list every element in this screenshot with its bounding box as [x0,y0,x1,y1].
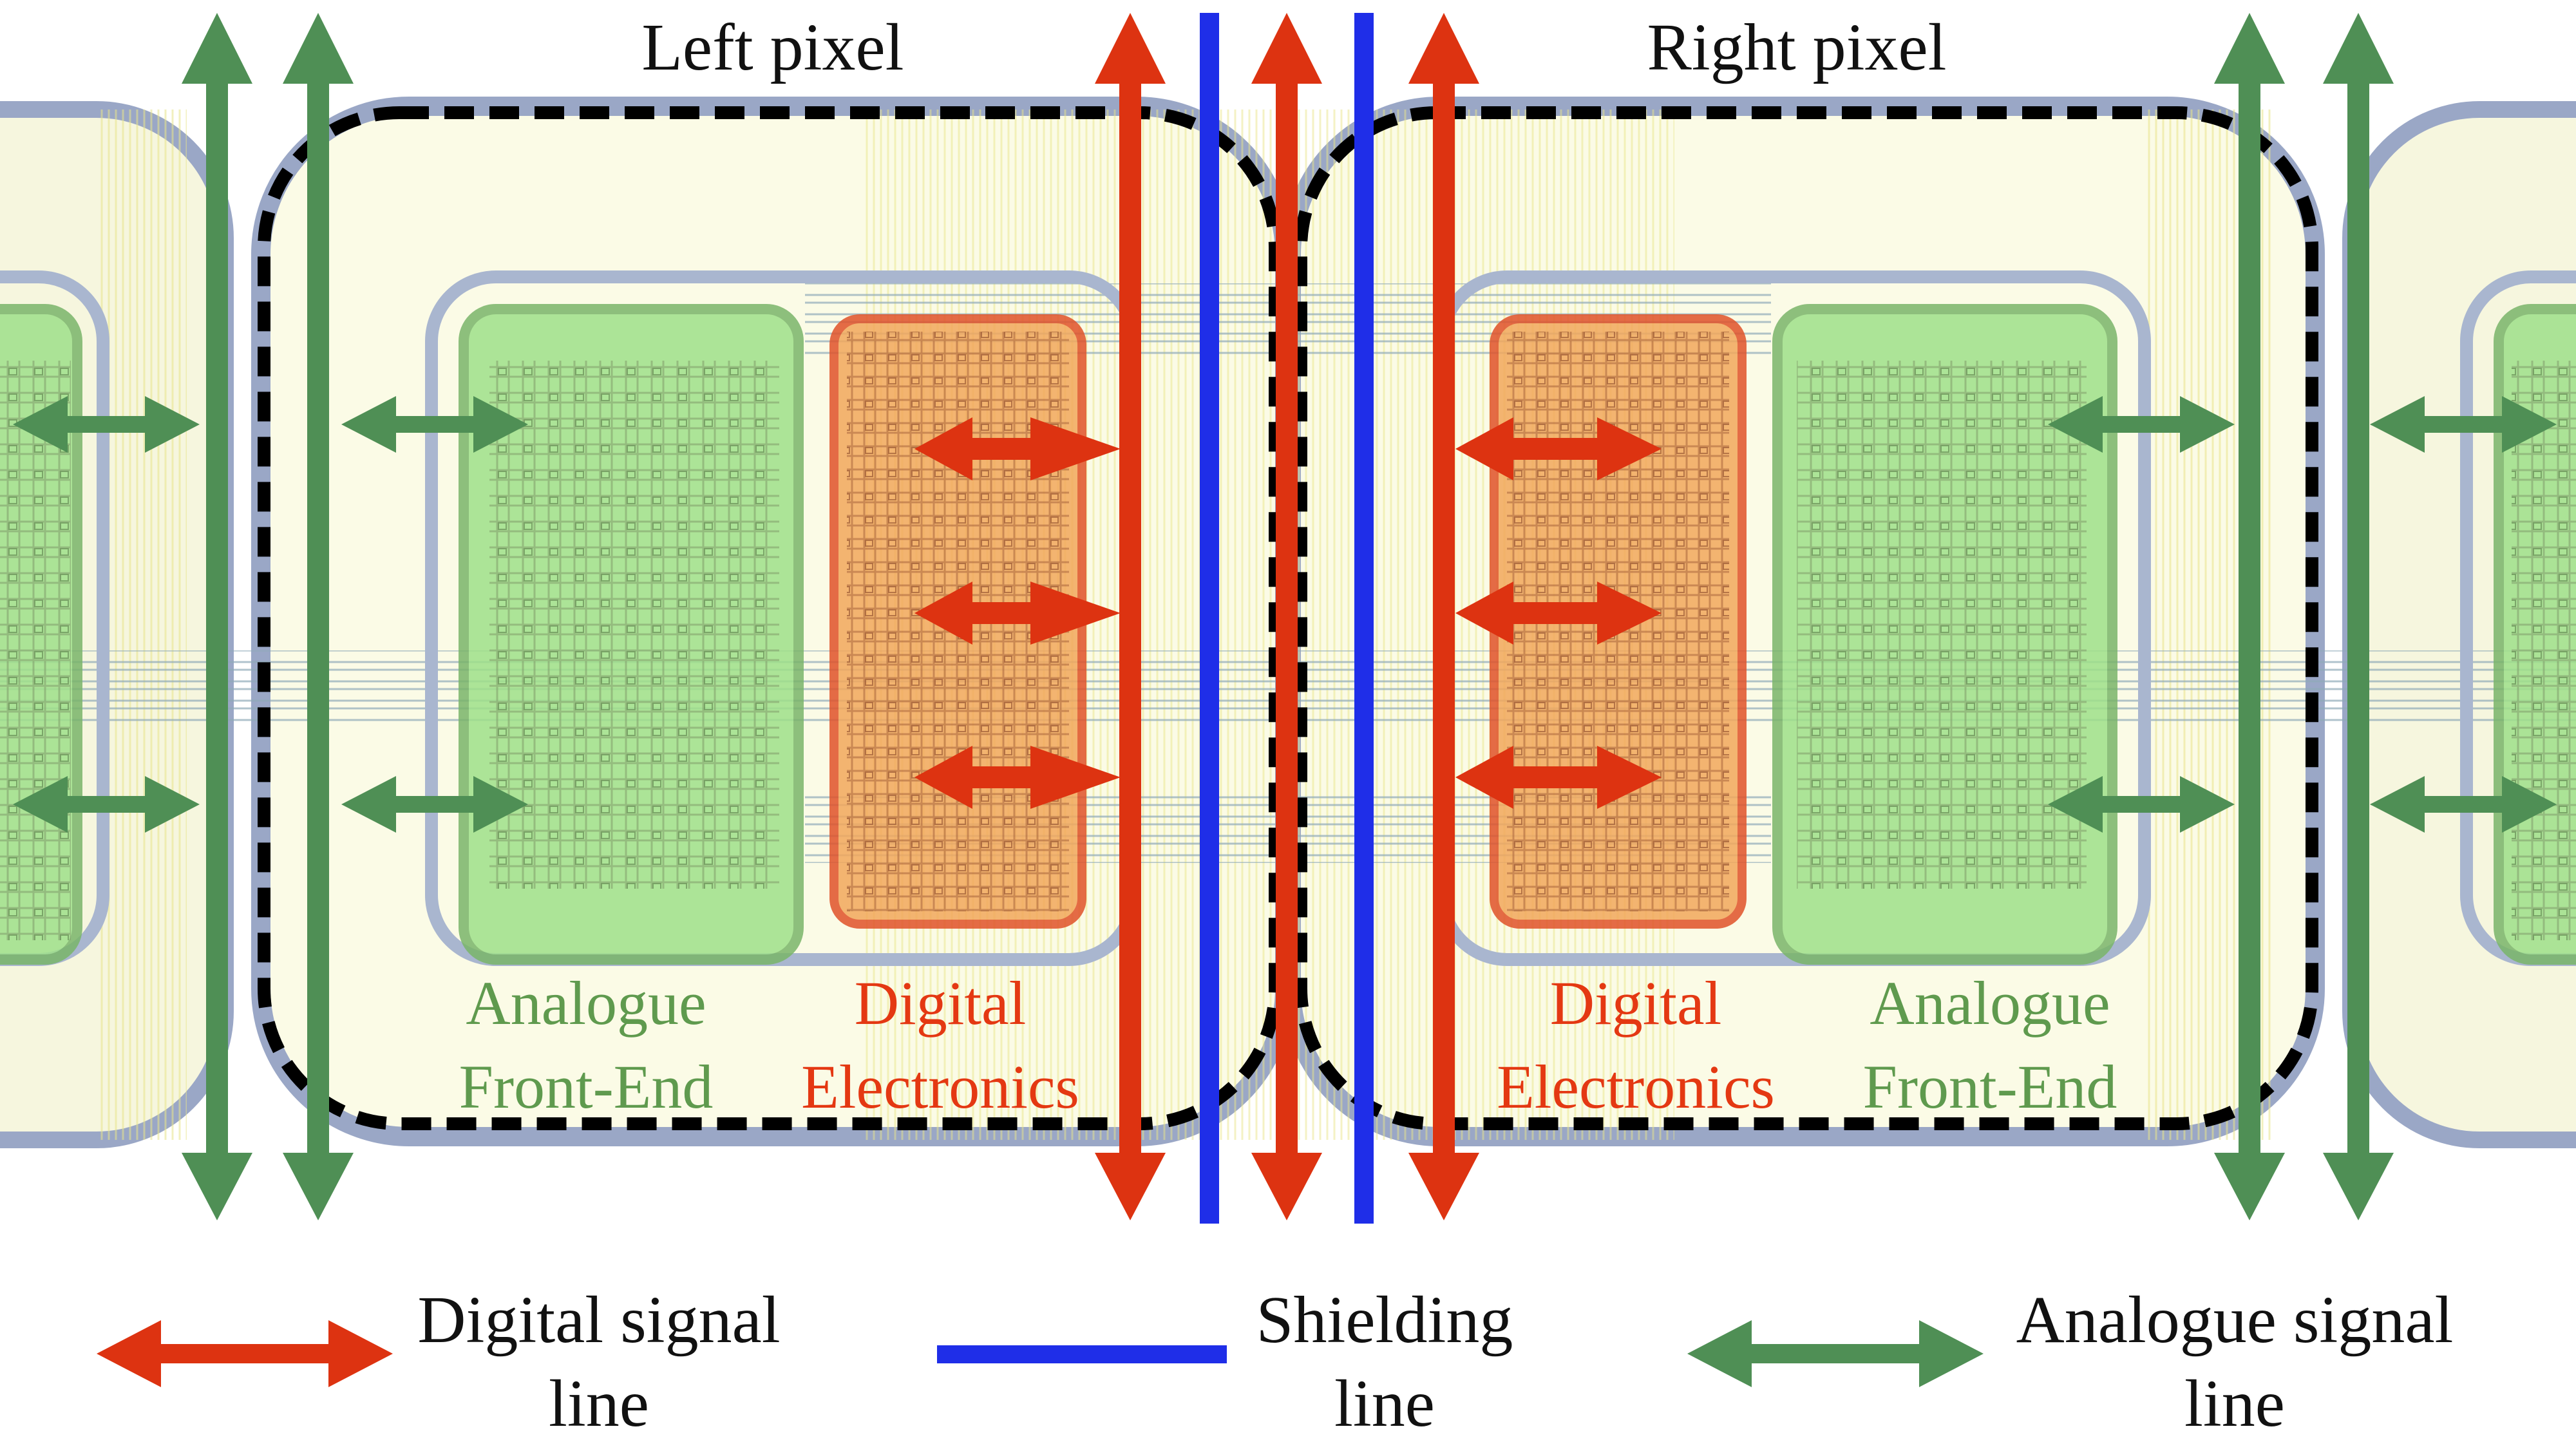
left-pixel-boundary [258,106,1282,1130]
analogue-horizontal-arrow [2048,396,2235,453]
analogue-horizontal-arrow [2370,396,2557,453]
pixel-boundaries [258,106,2318,1130]
far-right-inner-frame [2460,270,2576,966]
legend-digital-label: Digital signal line [374,1278,824,1446]
legend-shielding-label-line2: line [1334,1367,1435,1441]
digital-vertical-arrow [1251,13,1322,1220]
analogue-horizontal-arrow [2048,776,2235,833]
legend-analogue-arrow [1687,1320,1984,1387]
analogue-vertical-arrow [2214,13,2285,1220]
legend-analogue-label-line1: Analogue signal [2016,1283,2454,1357]
left-afe-label-line1: Analogue [466,969,706,1037]
legend-shielding-label-line1: Shielding [1256,1283,1513,1357]
right-digital-label-line1: Digital [1549,969,1722,1037]
far-left-inner-frame [0,270,109,966]
right-digital-label-line2: Electronics [1497,1052,1775,1121]
digital-horizontal-arrow [1455,417,1662,480]
digital-horizontal-arrow [1455,582,1662,645]
digital-horizontal-arrows [914,417,1662,809]
legend-digital-arrow [97,1320,393,1387]
legend-digital-label-line2: line [549,1367,649,1441]
far-right-afe-circuit [2512,361,2576,940]
analogue-horizontal-arrow [13,396,200,453]
left-afe-circuit [489,361,779,889]
digital-vertical-arrow [1095,13,1166,1220]
analogue-horizontal-arrow [2370,776,2557,833]
digital-signal-lines [1095,13,1479,1220]
analogue-vertical-arrow [2323,13,2394,1220]
legend-symbols [97,1320,1984,1387]
far-left-afe-circuit [0,361,71,940]
digital-vertical-arrow [1408,13,1479,1220]
left-digital-label-line2: Electronics [801,1052,1079,1121]
shielding-lines [1200,13,1374,1224]
right-afe-label-line2: Front-End [1862,1052,2117,1121]
digital-horizontal-arrow [914,417,1121,480]
digital-horizontal-arrow [1455,746,1662,809]
right-afe-circuit [1797,361,2087,889]
right-pixel-title: Right pixel [1647,10,1947,84]
left-afe-label-line2: Front-End [459,1052,714,1121]
analogue-vertical-arrow [182,13,252,1220]
legend-analogue-label: Analogue signal line [1984,1278,2486,1446]
left-pixel-title: Left pixel [641,10,904,84]
analogue-signal-lines [182,13,2394,1220]
analogue-vertical-arrow [283,13,354,1220]
digital-horizontal-arrow [914,746,1121,809]
analogue-horizontal-arrows [13,396,2557,833]
legend-shielding-label: Shielding line [1198,1278,1571,1446]
right-afe-label-line1: Analogue [1870,969,2110,1037]
legend-analogue-label-line2: line [2184,1367,2285,1441]
analogue-horizontal-arrow [13,776,200,833]
right-pixel-boundary [1294,106,2318,1130]
wiring-band [97,109,187,1140]
left-digital-label-line1: Digital [854,969,1027,1037]
legend-digital-label-line1: Digital signal [417,1283,781,1357]
analogue-front-end-blocks [0,304,2576,965]
digital-horizontal-arrow [914,582,1121,645]
analogue-horizontal-arrow [341,396,528,453]
analogue-horizontal-arrow [341,776,528,833]
